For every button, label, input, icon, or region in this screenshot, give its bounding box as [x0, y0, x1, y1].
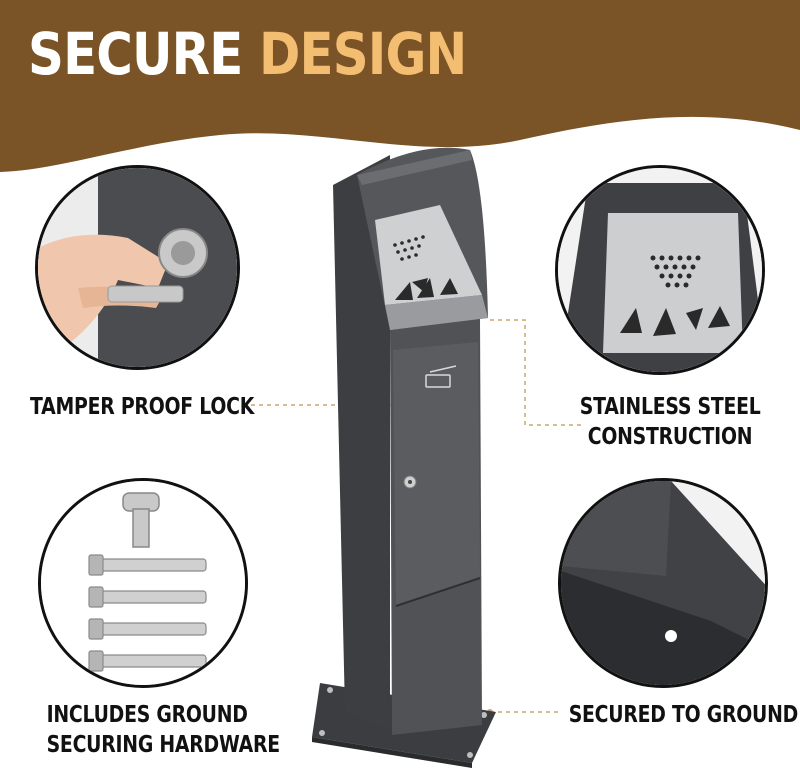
- lock-closeup-circle: [35, 165, 240, 370]
- label-tamper-proof-lock: TAMPER PROOF LOCK: [30, 394, 255, 420]
- bolt-hole-icon: [665, 630, 677, 642]
- label-ground-hardware: INCLUDES GROUND SECURING HARDWARE: [46, 702, 281, 758]
- ground-closeup-circle: [558, 478, 768, 688]
- header-banner: [0, 0, 800, 172]
- label-secured-to-ground: SECURED TO GROUND: [568, 702, 799, 728]
- page-title: SECURE DESIGN: [28, 18, 467, 91]
- hardware-circle: [38, 478, 248, 688]
- connector-steel: [490, 319, 585, 426]
- key-icon: [122, 492, 160, 548]
- steel-closeup-circle: [555, 165, 765, 375]
- label-stainless-steel: STAINLESS STEEL CONSTRUCTION: [579, 394, 761, 450]
- title-word-design: DESIGN: [258, 20, 467, 88]
- bolt-icon: [88, 554, 207, 672]
- connector-lock: [243, 404, 411, 478]
- key-icon: [107, 285, 184, 303]
- title-word-secure: SECURE: [28, 20, 243, 88]
